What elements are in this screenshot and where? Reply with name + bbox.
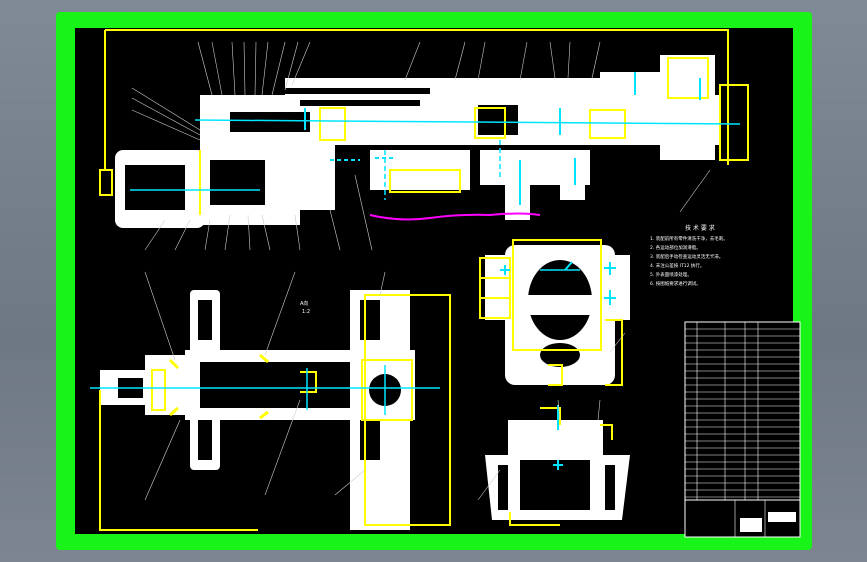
plan-view: A向 1:2: [90, 271, 451, 531]
svg-text:1:2: 1:2: [302, 309, 310, 315]
tech-note: 5. 外表面喷漆处理。: [650, 271, 692, 278]
svg-text:A向: A向: [300, 300, 308, 307]
technical-requirements: 技 术 要 求 1. 装配前所有零件清洗干净，去毛刺。 2. 各运动部位加润滑脂…: [650, 224, 728, 287]
tech-note: 3. 装配后手动检查运动灵活无卡滞。: [650, 253, 723, 260]
main-assembly-view: [99, 29, 749, 251]
tech-note: 6. 按图纸要求进行调试。: [650, 280, 701, 287]
tech-note: 2. 各运动部位加润滑脂。: [650, 244, 701, 251]
tech-note: 4. 未注公差按 IT12 执行。: [650, 262, 704, 269]
section-view: [477, 239, 630, 526]
tech-title: 技 术 要 求: [685, 224, 715, 232]
parts-list-table: [684, 321, 801, 538]
cam-curve: [369, 212, 541, 221]
tech-note: 1. 装配前所有零件清洗干净，去毛刺。: [650, 235, 728, 242]
